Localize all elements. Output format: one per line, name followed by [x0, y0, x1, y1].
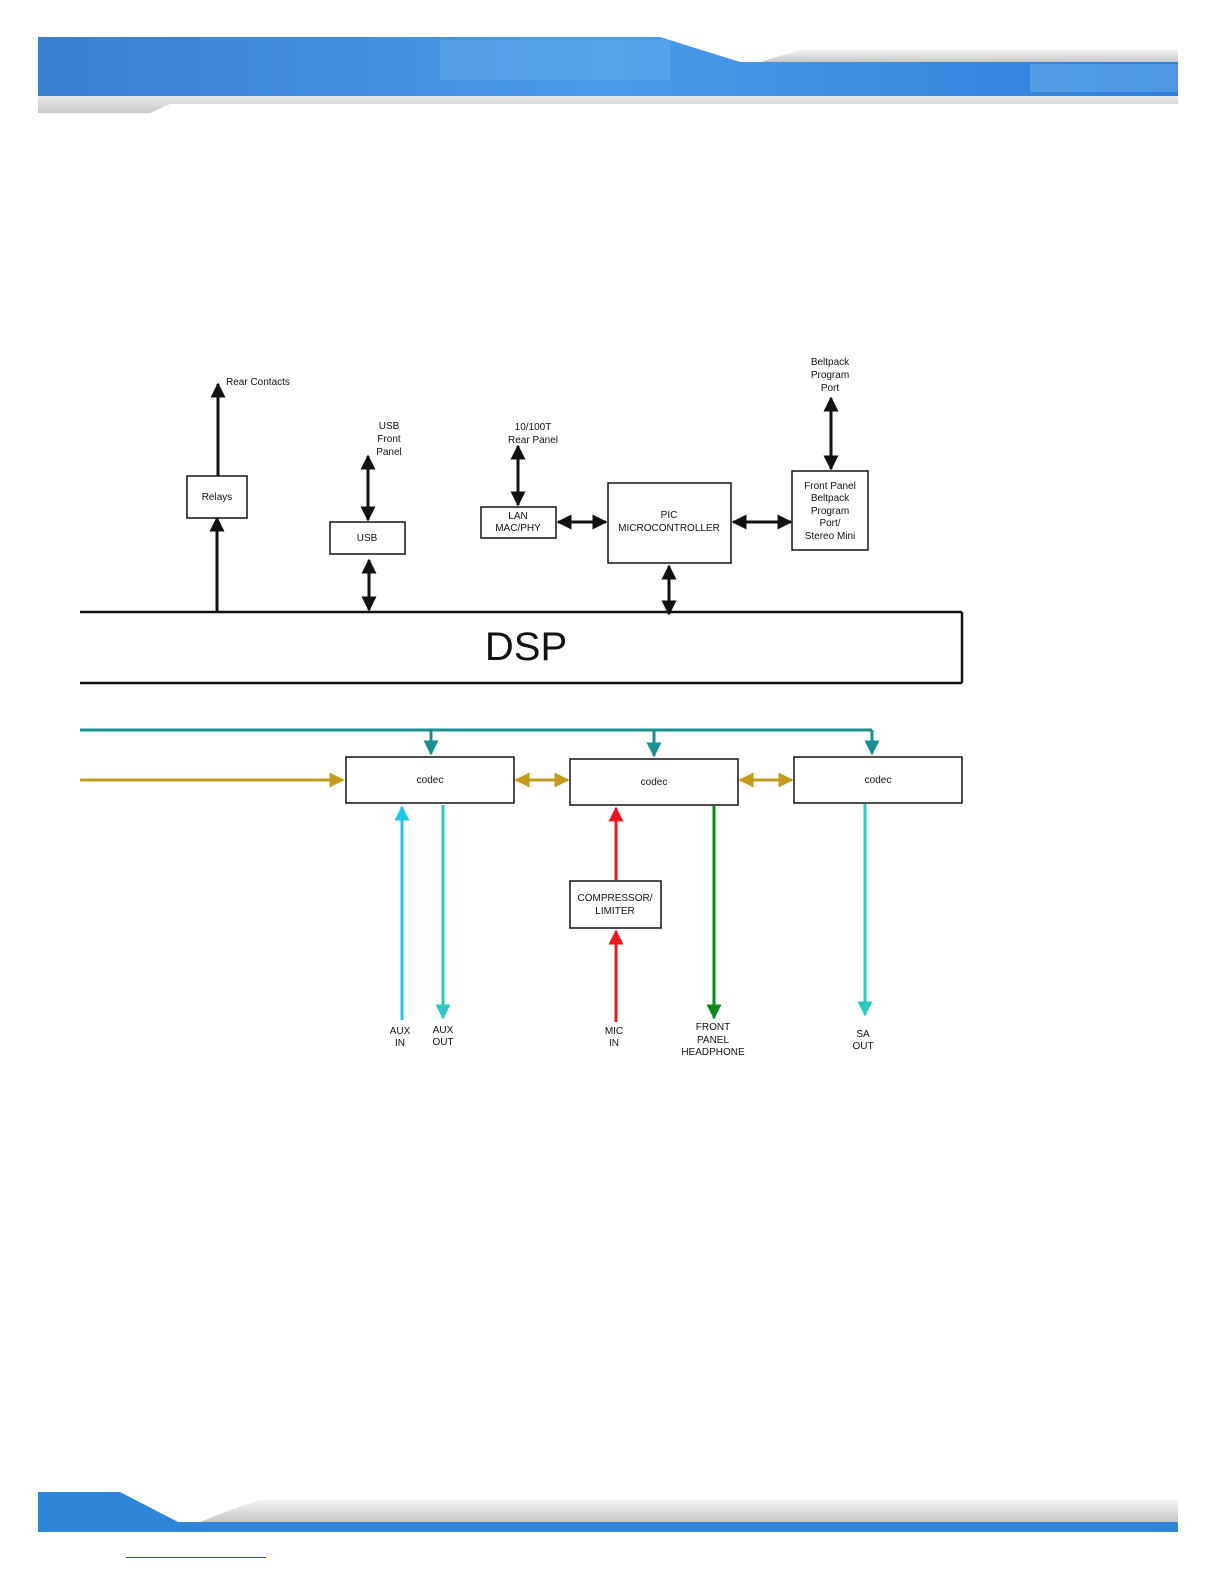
front-panel-block: Beltpack Program Port Front Panel Beltpa… [792, 357, 868, 550]
mic-in-label-2: IN [609, 1038, 619, 1049]
relays-label: Relays [202, 492, 233, 503]
aux-signals: AUX IN AUX OUT [390, 805, 454, 1049]
front-panel-label-5: Stereo Mini [805, 531, 856, 542]
pic-block: PIC MICROCONTROLLER [608, 483, 791, 614]
beltpack-port-label-1: Beltpack [811, 357, 850, 368]
front-panel-label-4: Port/ [819, 518, 840, 529]
sa-out-label-1: SA [856, 1029, 870, 1040]
rear-contacts-label: Rear Contacts [226, 377, 290, 388]
rear-panel-label-2: Rear Panel [508, 435, 558, 446]
aux-in-label-2: IN [395, 1038, 405, 1049]
beltpack-port-label-3: Port [821, 383, 840, 394]
usb-front-panel-label-1: USB [379, 421, 400, 432]
lan-block: 10/100T Rear Panel LAN MAC/PHY [481, 422, 606, 538]
front-panel-label-3: Program [811, 506, 849, 517]
aux-out-label-2: OUT [432, 1037, 453, 1048]
pic-label-1: PIC [661, 510, 678, 521]
aux-in-label-1: AUX [390, 1026, 411, 1037]
relays-block: Rear Contacts Relays [187, 377, 290, 612]
mic-chain: COMPRESSOR/ LIMITER MIC IN [570, 808, 661, 1049]
lan-label-1: LAN [508, 511, 527, 522]
footer-link-underline[interactable] [126, 1557, 266, 1558]
headphone-label-3: HEADPHONE [681, 1047, 745, 1058]
dsp-block: DSP [80, 612, 962, 683]
usb-front-panel-label-3: Panel [376, 447, 402, 458]
headphone-label-2: PANEL [697, 1035, 729, 1046]
teal-bus [80, 730, 872, 756]
front-panel-label-1: Front Panel [804, 481, 856, 492]
pic-label-2: MICROCONTROLLER [618, 523, 720, 534]
beltpack-port-label-2: Program [811, 370, 849, 381]
aux-out-label-1: AUX [433, 1025, 454, 1036]
dsp-label: DSP [485, 625, 567, 669]
lan-label-2: MAC/PHY [495, 523, 541, 534]
codec-label-1: codec [417, 775, 444, 786]
front-panel-label-2: Beltpack [811, 493, 850, 504]
codec-blocks: codec codec codec [346, 757, 962, 805]
codec-label-3: codec [865, 775, 892, 786]
header-banner [38, 37, 1178, 113]
usb-front-panel-label-2: Front [377, 434, 401, 445]
compressor-box [570, 881, 661, 928]
sa-out-label-2: OUT [852, 1041, 873, 1052]
footer-banner [38, 1492, 1178, 1532]
sa-out-signal: SA OUT [852, 804, 873, 1052]
rear-panel-label-1: 10/100T [515, 422, 552, 433]
headphone-label-1: FRONT [696, 1022, 730, 1033]
usb-label: USB [357, 533, 378, 544]
usb-block: USB Front Panel USB [330, 421, 405, 610]
headphone-signal: FRONT PANEL HEADPHONE [681, 806, 745, 1058]
compressor-label-2: LIMITER [595, 906, 634, 917]
compressor-label-1: COMPRESSOR/ [577, 893, 652, 904]
codec-label-2: codec [641, 777, 668, 788]
mic-in-label-1: MIC [605, 1026, 623, 1037]
